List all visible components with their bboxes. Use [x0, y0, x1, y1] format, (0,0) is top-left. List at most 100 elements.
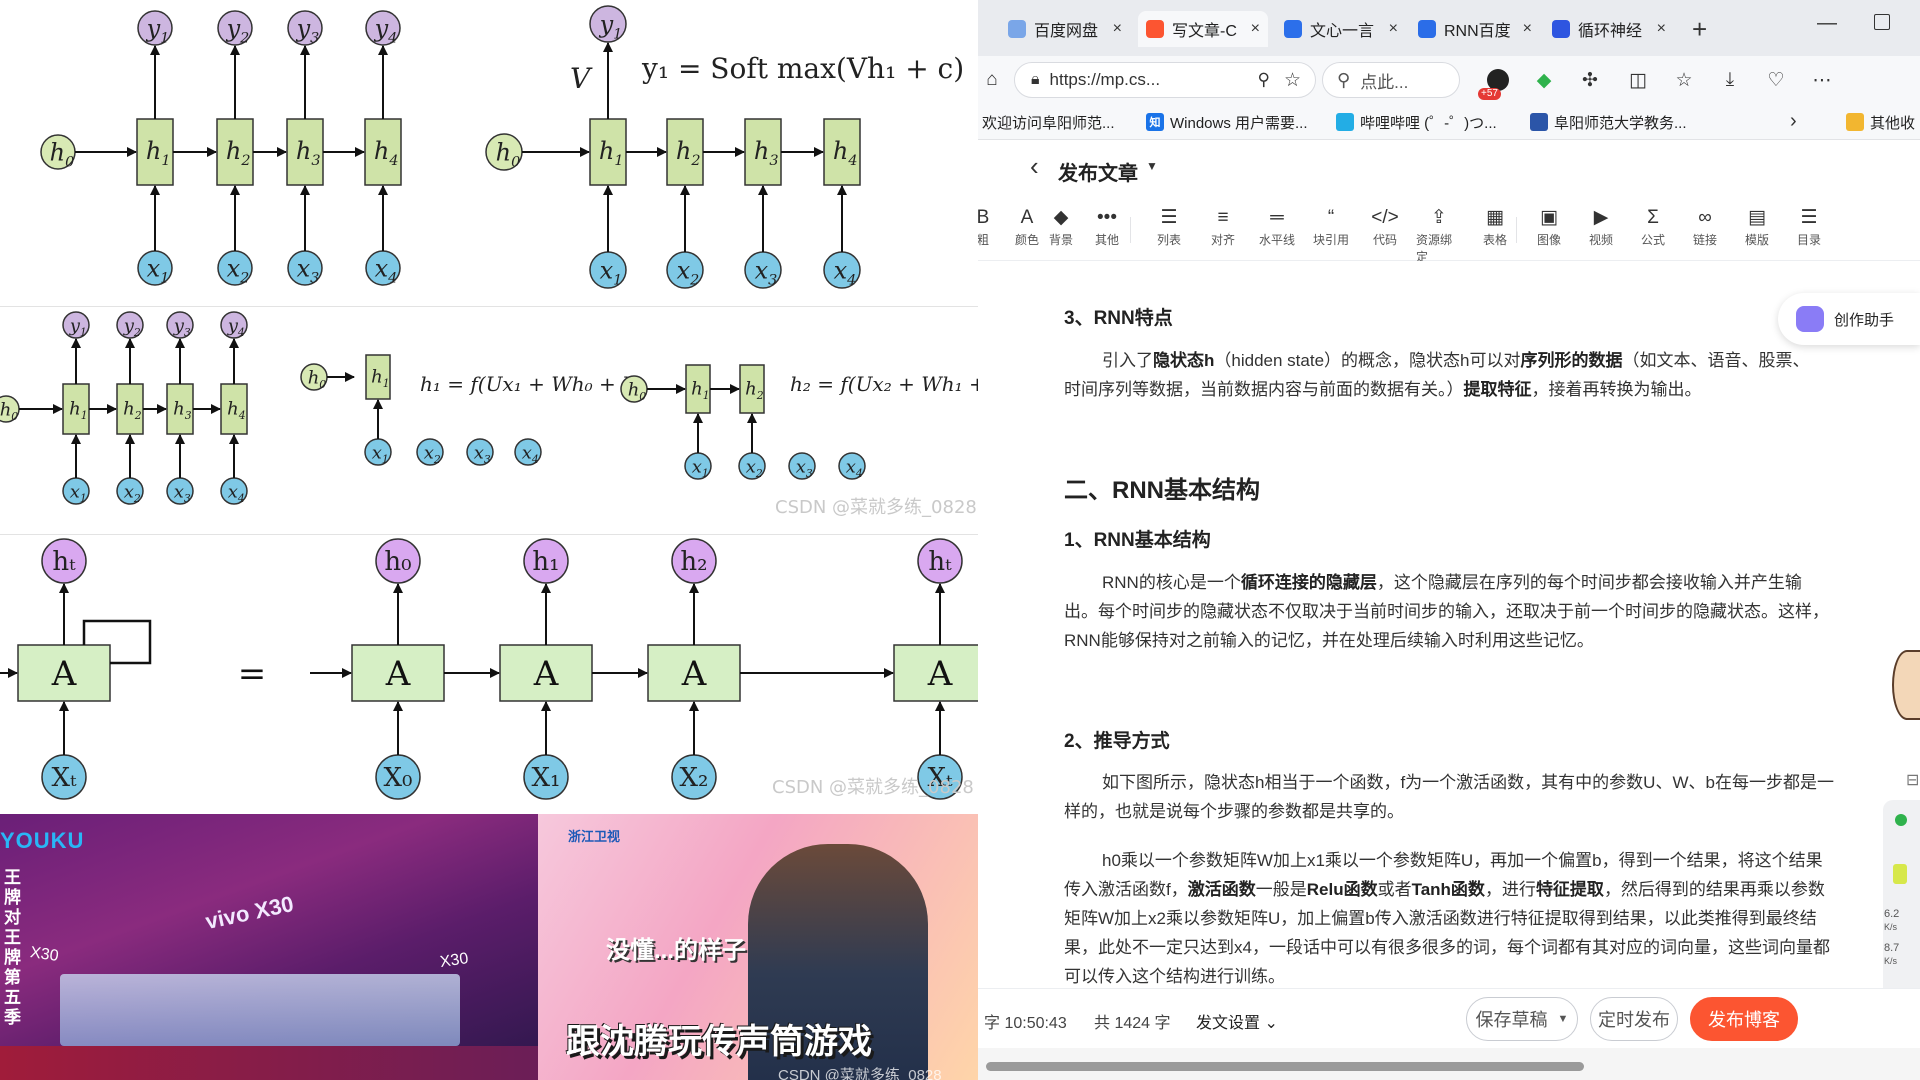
zoom-icon[interactable]: ⚲ [1257, 70, 1270, 89]
maximize-button[interactable] [1874, 14, 1890, 30]
title-dropdown-icon[interactable]: ▼ [1146, 159, 1158, 173]
input-label: X₁ [532, 763, 561, 793]
schedule-button[interactable]: 定时发布 [1590, 997, 1678, 1041]
other-bookmarks[interactable]: 其他收 [1846, 111, 1915, 133]
shield-extension-icon[interactable]: ◆ [1536, 69, 1552, 91]
favorites-icon[interactable]: ☆ [1675, 69, 1693, 91]
toolbar-icon: ☰ [1160, 207, 1178, 228]
split-screen-icon[interactable]: ◫ [1629, 69, 1647, 91]
toolbar-icon: A [1020, 207, 1034, 228]
back-icon[interactable]: ‹ [1030, 151, 1039, 181]
toolbar-button[interactable]: ☰目录 [1786, 205, 1832, 253]
close-icon[interactable]: × [1522, 20, 1532, 37]
toolbar-icon: B [978, 207, 990, 228]
watermark: CSDN @菜就多练_0828 [772, 777, 974, 798]
page-title[interactable]: 发布文章 [1058, 163, 1138, 185]
close-icon[interactable]: × [1112, 20, 1122, 37]
input-node [838, 452, 866, 480]
toolbar-button[interactable]: </>代码 [1362, 205, 1408, 253]
download-icon[interactable]: ⤓ [1725, 69, 1735, 90]
toolbar-icon: “ [1327, 207, 1335, 228]
extension-badge: +57 [1478, 88, 1501, 100]
close-icon[interactable]: × [1656, 20, 1666, 37]
close-icon[interactable]: × [1250, 20, 1260, 37]
side-panel-icon[interactable]: ⊟ [1906, 772, 1920, 789]
toolbar-icon: ∞ [1698, 207, 1712, 228]
toolbar-icon: ▣ [1540, 207, 1558, 228]
other-bookmarks-label: 其他收 [1870, 114, 1916, 132]
toolbar-icon: Σ [1647, 207, 1659, 228]
toolbar-button[interactable]: ▶视频 [1578, 205, 1624, 253]
article-content[interactable]: 3、RNN特点 引入了隐状态h（hidden state）的概念，隐状态h可以对… [978, 261, 1920, 988]
toolbar-button[interactable]: ≡对齐 [1200, 205, 1246, 253]
bookmark-label: 欢迎访问阜阳师范... [982, 114, 1115, 132]
status-dot [1895, 814, 1907, 826]
toolbar-button[interactable]: ▦表格 [1472, 205, 1518, 253]
toolbar-icon: ☰ [1800, 207, 1818, 228]
rnn-cell-label: A [533, 654, 559, 694]
bookmark-item[interactable]: 哔哩哔哩 (゜-゜)つ... [1336, 111, 1497, 133]
chevron-right-icon[interactable]: › [1790, 110, 1797, 132]
new-tab-button[interactable]: + [1692, 14, 1708, 44]
search-box[interactable]: ⚲ 点此... [1322, 62, 1460, 98]
toolbar-button[interactable]: A 颜色 [1004, 205, 1050, 253]
input-label: X₀ [384, 763, 413, 793]
toolbar-button[interactable]: ☰列表 [1146, 205, 1192, 253]
editor-footer: 字 10:50:43 共 1424 字 发文设置 ⌄ 保存草稿 ▼ 定时发布 发… [978, 988, 1920, 1048]
address-bar[interactable]: 🔒︎ https://mp.cs... ⚲ ☆ [1014, 62, 1316, 98]
toolbar-button[interactable]: ◆背景 [1038, 205, 1084, 253]
toolbar-button[interactable]: ▣图像 [1526, 205, 1572, 253]
publish-button[interactable]: 发布博客 [1690, 997, 1798, 1041]
tab-label: RNN百度 [1444, 23, 1511, 40]
caption-top: 没懂...的样子 [606, 937, 747, 964]
toolbar-button[interactable]: ═水平线 [1254, 205, 1300, 253]
toolbar-icon: ••• [1097, 207, 1117, 228]
toolbar-button[interactable]: ∞链接 [1682, 205, 1728, 253]
browser-tab[interactable]: 循环神经× [1544, 11, 1674, 47]
browser-tab[interactable]: 写文章-C× [1138, 11, 1268, 47]
browser-tab[interactable]: 百度网盘× [1000, 11, 1130, 47]
bookmark-item[interactable]: 欢迎访问阜阳师范... [982, 111, 1115, 133]
extension-avatar-icon[interactable] [1484, 66, 1512, 94]
subtitle: 跟沈腾玩传声筒游戏 [566, 1023, 872, 1061]
bookmark-item[interactable]: 阜阳师范大学教务... [1530, 111, 1687, 133]
toolbar-button[interactable]: •••其他 [1084, 205, 1130, 253]
close-icon[interactable]: × [1388, 20, 1398, 37]
creation-assistant-button[interactable]: 创作助手 [1778, 293, 1920, 345]
video-frame-left: YOUKU 王牌对王牌 第五季 vivo X30 X30 X30 [0, 814, 538, 1080]
mascot-avatar[interactable] [1892, 650, 1920, 720]
sponsor-small-left: X30 [29, 944, 60, 965]
download-unit: K/s [1884, 956, 1898, 966]
scrollbar-thumb[interactable] [986, 1062, 1584, 1071]
chevron-down-icon: ⌄ [1260, 1015, 1278, 1032]
puzzle-extensions-icon[interactable]: ✣ [1582, 69, 1598, 91]
home-icon[interactable]: ⌂ [986, 69, 998, 90]
toolbar-label: 模版 [1744, 233, 1769, 247]
browser-essentials-icon[interactable]: ♡ [1767, 69, 1785, 91]
sponsor-text: vivo X30 [203, 891, 296, 935]
minimize-button[interactable]: — [1817, 12, 1837, 34]
toolbar-icon: ◆ [1053, 207, 1069, 228]
robot-icon [1796, 306, 1824, 332]
favorite-star-icon[interactable]: ☆ [1283, 69, 1301, 91]
rnn-cell-label: A [681, 654, 707, 694]
publish-settings[interactable]: 发文设置 ⌄ [1196, 1009, 1278, 1033]
input-label: X₂ [680, 763, 709, 793]
more-menu-icon[interactable]: ⋯ [1812, 69, 1832, 91]
browser-tab[interactable]: 文心一言× [1276, 11, 1406, 47]
toolbar-button[interactable]: “块引用 [1308, 205, 1354, 253]
toolbar-button[interactable]: ⇪资源绑定 [1416, 205, 1462, 264]
toolbar-button[interactable]: ▤模版 [1734, 205, 1780, 253]
browser-tab[interactable]: RNN百度 × [1410, 11, 1540, 47]
search-icon [1418, 20, 1436, 38]
horizontal-scrollbar[interactable] [978, 1048, 1920, 1080]
save-draft-button[interactable]: 保存草稿 ▼ [1466, 997, 1578, 1041]
output-label: h₂ [680, 547, 707, 577]
youku-logo: YOUKU [0, 828, 85, 853]
toolbar-label: 颜色 [1014, 233, 1039, 247]
